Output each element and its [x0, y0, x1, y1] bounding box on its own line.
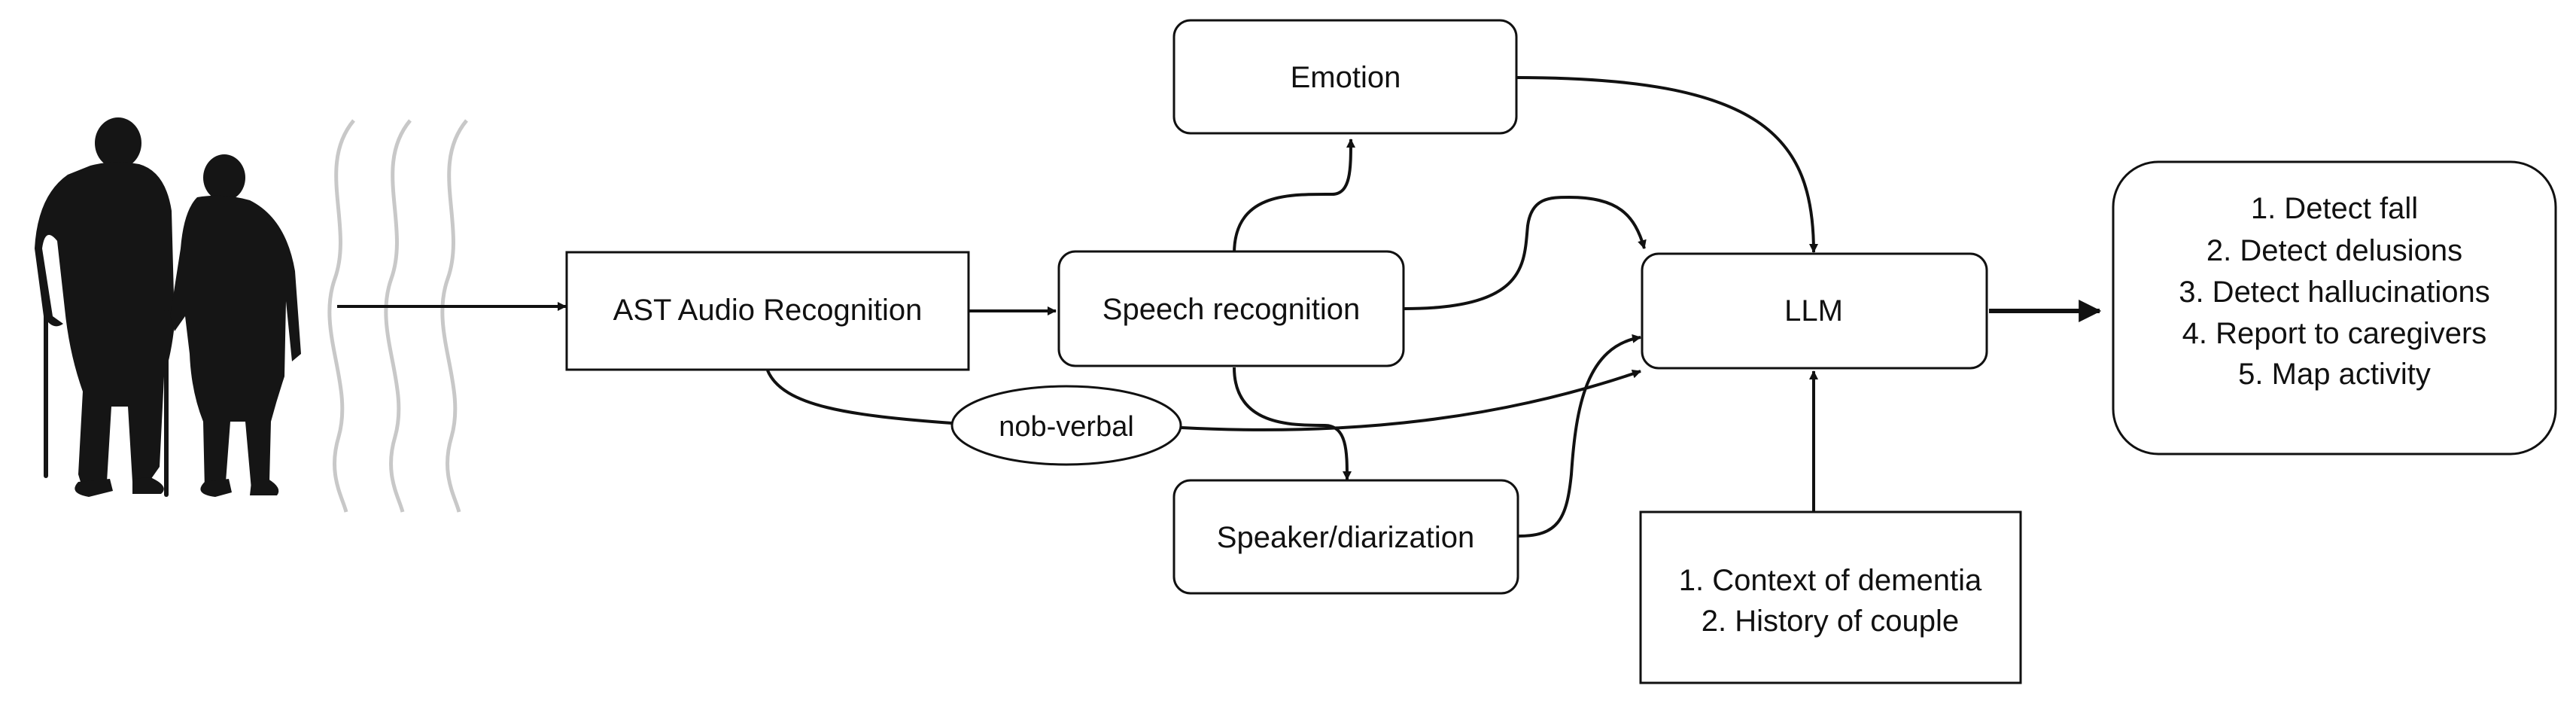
speech-label: Speech recognition — [1102, 293, 1360, 326]
context-line-1: 1. Context of dementia — [1679, 564, 1982, 597]
person-right-icon — [164, 154, 301, 497]
output-line-4: 4. Report to caregivers — [2182, 317, 2487, 350]
arrow-speaker-to-llm — [1518, 334, 1641, 538]
speaker-label: Speaker/diarization — [1217, 521, 1474, 554]
arrow-speech-to-speaker — [1233, 367, 1352, 480]
output-line-2: 2. Detect delusions — [2206, 234, 2462, 267]
output-line-1: 1. Detect fall — [2251, 192, 2418, 225]
connectors — [337, 76, 2102, 538]
node-llm: LLM — [1641, 252, 1988, 370]
arrow-speech-to-llm — [1404, 195, 1647, 310]
node-ast: AST Audio Recognition — [565, 251, 970, 371]
nonverbal-label: nob-verbal — [999, 411, 1134, 443]
node-outputs: 1. Detect fall 2. Detect delusions 3. De… — [2112, 160, 2557, 456]
arrow-ast-to-nonverbal — [766, 370, 953, 425]
output-line-3: 3. Detect hallucinations — [2179, 276, 2490, 309]
node-nonverbal: nob-verbal — [950, 385, 1182, 466]
node-emotion: Emotion — [1172, 19, 1518, 135]
person-left-icon — [35, 117, 175, 497]
node-context: 1. Context of dementia 2. History of cou… — [1639, 510, 2022, 684]
node-speaker: Speaker/diarization — [1172, 479, 1519, 595]
emotion-label: Emotion — [1291, 61, 1401, 94]
node-speech: Speech recognition — [1057, 250, 1405, 367]
llm-label: LLM — [1784, 294, 1843, 328]
context-line-2: 2. History of couple — [1702, 605, 1959, 638]
arrow-emotion-to-llm — [1515, 76, 1818, 253]
ast-label: AST Audio Recognition — [613, 294, 923, 327]
output-line-5: 5. Map activity — [2238, 358, 2431, 391]
arrow-speech-to-emotion — [1233, 139, 1355, 254]
sound-waves-icon — [327, 119, 468, 513]
elderly-couple-icon — [35, 117, 301, 497]
arrow-nonverbal-to-llm — [1181, 369, 1641, 431]
